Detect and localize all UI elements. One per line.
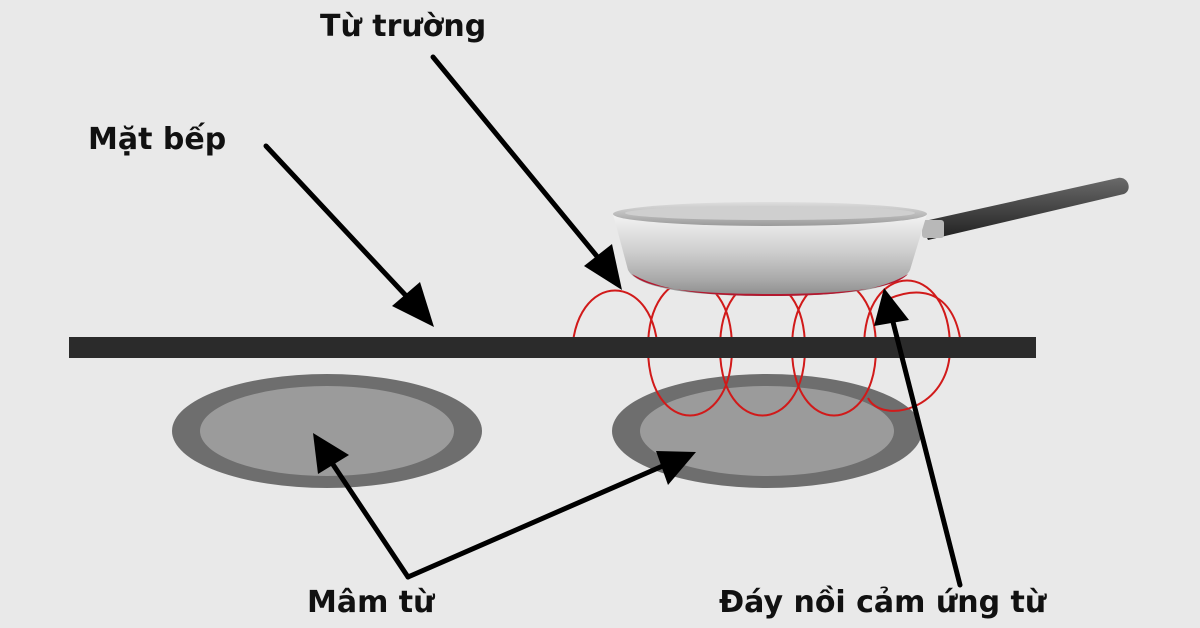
field-loop — [863, 279, 952, 412]
induction-coil-right — [612, 374, 922, 488]
pan-rim-inner — [625, 206, 915, 220]
arrow-magnetic-field — [430, 54, 622, 290]
label-induction-coil: Mâm từ — [307, 585, 435, 620]
pan-body — [613, 214, 927, 296]
label-magnetic-field: Từ trường — [320, 9, 487, 44]
frying-pan — [613, 177, 1129, 296]
arrow-coil-right — [405, 451, 696, 580]
pan-handle — [920, 177, 1129, 240]
arrow-pan-base — [874, 288, 963, 588]
label-induction-pan-base: Đáy nồi cảm ứng từ — [719, 585, 1047, 620]
coil-inner-disc — [200, 386, 454, 476]
arrow-cooktop-surface — [263, 143, 434, 327]
callout-arrows — [263, 54, 963, 588]
pan-handle-joint — [922, 220, 944, 238]
field-loop — [571, 289, 659, 359]
label-cooktop-surface: Mặt bếp — [88, 122, 227, 157]
cooktop-surface — [69, 337, 1036, 358]
arrow-coil-left — [313, 433, 411, 580]
coil-inner-disc — [640, 386, 894, 476]
induction-coil-left — [172, 374, 482, 488]
